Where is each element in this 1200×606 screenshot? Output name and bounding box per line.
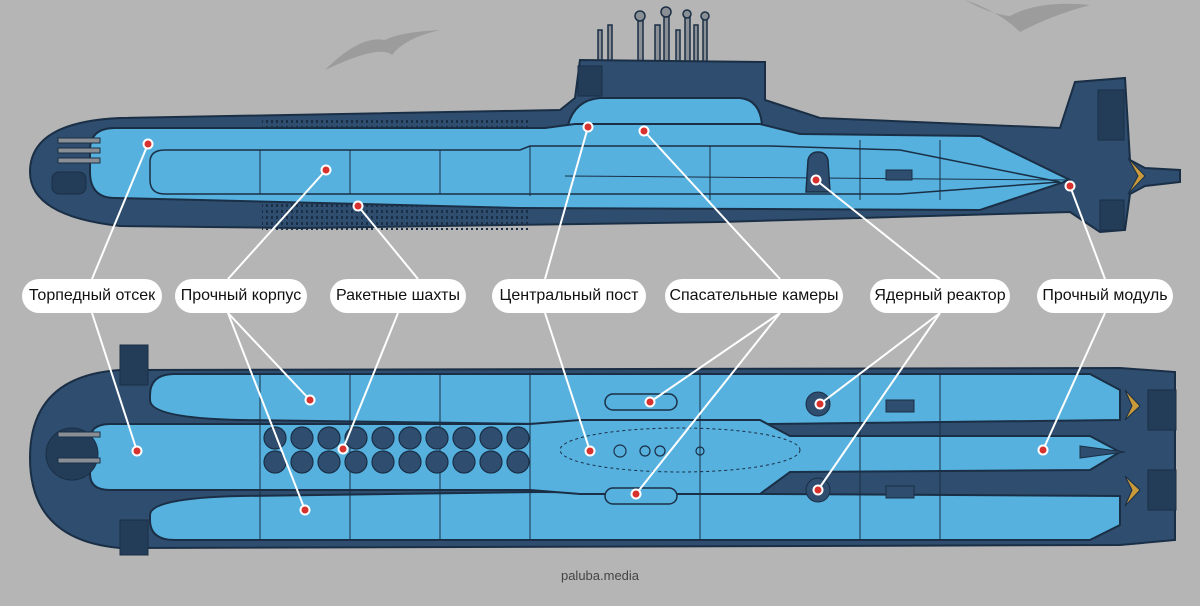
label-nuclear-reactor: Ядерный реактор: [870, 279, 1010, 313]
label-escape-chambers: Спасательные камеры: [665, 279, 843, 313]
marker-module-top: [1037, 444, 1049, 456]
label-missile-silos: Ракетные шахты: [330, 279, 466, 313]
marker-central-side: [582, 121, 594, 133]
marker-reactor-top-1: [814, 398, 826, 410]
marker-escape-top-1: [644, 396, 656, 408]
missile-silos-top: [263, 426, 530, 474]
marker-escape-top-2: [630, 488, 642, 500]
side-view: [28, 6, 1181, 234]
marker-hull-top-1: [304, 394, 316, 406]
propeller-top-1: [1124, 389, 1141, 421]
propeller-top-2: [1124, 475, 1141, 507]
marker-torpedo-side: [142, 138, 154, 150]
marker-escape-side: [638, 125, 650, 137]
marker-hull-top-2: [299, 504, 311, 516]
label-pressure-hull: Прочный корпус: [175, 279, 307, 313]
marker-central-top: [584, 445, 596, 457]
marker-reactor-top-2: [812, 484, 824, 496]
marker-module-side: [1064, 180, 1076, 192]
markers: [131, 121, 1076, 516]
sail-chamber: [566, 97, 764, 126]
top-view: [28, 344, 1177, 556]
marker-hull-side: [320, 164, 332, 176]
marker-silos-side: [352, 200, 364, 212]
label-central-post: Центральный пост: [492, 279, 646, 313]
torpedo-tubes: [57, 137, 101, 164]
label-pressure-module: Прочный модуль: [1037, 279, 1173, 313]
marker-torpedo-top: [131, 445, 143, 457]
leader-lines: [91, 126, 1106, 511]
label-torpedo-compartment: Торпедный отсек: [22, 279, 162, 313]
marker-silos-top: [337, 443, 349, 455]
reactor-side: [805, 151, 831, 193]
marker-reactor-side: [810, 174, 822, 186]
bird-decoration: [325, 0, 1090, 70]
escape-chamber-top: [604, 393, 678, 411]
top-lower-hull: [149, 490, 1121, 541]
side-pressure-hull: [89, 123, 1073, 212]
propeller-side: [1127, 157, 1146, 195]
credit-text: paluba.media: [560, 568, 640, 583]
